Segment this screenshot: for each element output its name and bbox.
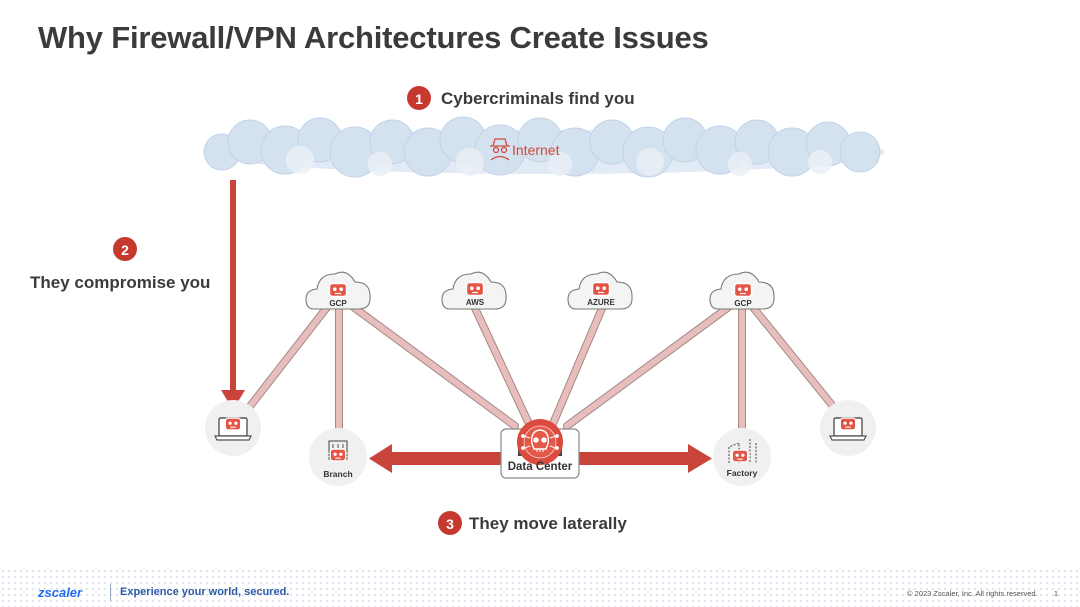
internet-cloud (203, 116, 885, 178)
branch-node: Branch (309, 428, 367, 486)
hacker-icon (490, 138, 510, 161)
cloud-gcp-right: GCP (709, 271, 775, 310)
copyright-text: © 2023 Zscaler, Inc. All rights reserved… (907, 589, 1038, 598)
cloud-azure: AZURE (567, 271, 633, 310)
footer-copyright: © 2023 Zscaler, Inc. All rights reserved… (907, 589, 1058, 598)
page-title: Why Firewall/VPN Architectures Create Is… (38, 20, 709, 55)
step-3-badge: 3 (438, 511, 462, 535)
cloud-aws: AWS (441, 271, 507, 310)
footer-tagline: Experience your world, secured. (120, 586, 290, 598)
zscaler-logo-text: zscaler (38, 585, 83, 600)
step-3-number: 3 (446, 516, 454, 532)
internet-label: Internet (512, 142, 560, 158)
laptop-left (205, 400, 261, 456)
compromise-arrow (221, 180, 245, 410)
cloud-label: GCP (734, 299, 752, 308)
step-2-badge: 2 (113, 237, 137, 261)
step-1-label: Cybercriminals find you (441, 89, 635, 108)
skull-icon (521, 429, 559, 452)
cloud-label: AZURE (587, 298, 615, 307)
cloud-gcp-left: GCP (305, 271, 371, 310)
zscaler-logo: zscaler (38, 585, 82, 600)
cloud-label: GCP (329, 299, 347, 308)
lateral-arrows (369, 444, 712, 473)
data-center-label: Data Center (508, 461, 573, 473)
data-center-node: Data Center (500, 419, 580, 479)
branch-label: Branch (323, 469, 352, 479)
footer-divider (110, 584, 111, 601)
cloud-label: AWS (466, 298, 485, 307)
page-number: 1 (1053, 589, 1058, 598)
step-1-badge: 1 (407, 86, 431, 110)
step-2-label: They compromise you (30, 273, 210, 292)
network-links (240, 302, 840, 438)
factory-node: Factory (713, 428, 771, 486)
step-3-label: They move laterally (469, 514, 627, 533)
factory-label: Factory (727, 468, 758, 478)
footer-band (0, 568, 1080, 607)
laptop-right (820, 400, 876, 456)
step-1-number: 1 (415, 91, 423, 107)
step-2-number: 2 (121, 242, 129, 258)
